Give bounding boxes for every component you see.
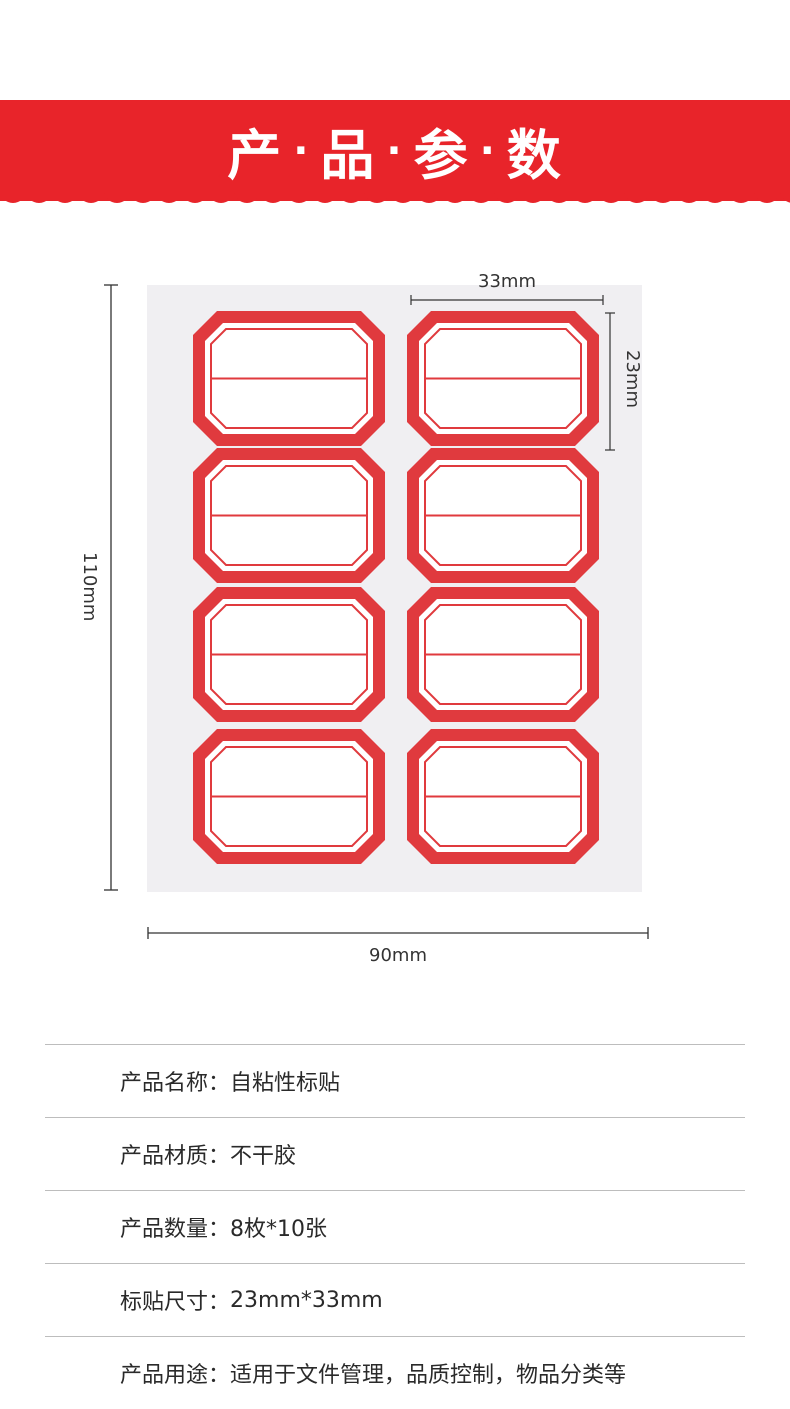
scallop	[312, 190, 338, 203]
scallop	[520, 190, 546, 203]
scallop	[182, 190, 208, 203]
scallop	[0, 190, 26, 203]
sticker-label	[407, 448, 599, 583]
scallop	[598, 190, 624, 203]
scallop	[546, 190, 572, 203]
title-separator: ·	[293, 127, 311, 174]
spec-value: 自粘性标贴	[230, 1071, 341, 1096]
scallop	[234, 190, 260, 203]
spec-label: 产品材质：	[120, 1144, 231, 1169]
scallop	[702, 190, 728, 203]
spec-value: 适用于文件管理，品质控制，物品分类等	[230, 1363, 627, 1388]
scallop	[494, 190, 520, 203]
title-char-4: 数	[506, 124, 563, 187]
sticker-label	[193, 729, 385, 864]
dimension-label-width-33: 33mm	[478, 271, 536, 292]
sticker-label	[193, 587, 385, 722]
scallop	[338, 190, 364, 203]
spec-row: 标贴尺寸：23mm*33mm	[45, 1263, 745, 1336]
scallop	[130, 190, 156, 203]
scallop	[364, 190, 390, 203]
spec-row: 产品数量：8枚*10张	[45, 1190, 745, 1263]
scallop	[104, 190, 130, 203]
scallop	[754, 190, 780, 203]
spec-label: 产品用途：	[120, 1363, 231, 1388]
spec-value: 8枚*10张	[230, 1217, 328, 1242]
section-title: 产 · 品 · 参 · 数	[0, 100, 790, 201]
scallop	[780, 190, 790, 203]
spec-label: 产品名称：	[120, 1071, 231, 1096]
label-sheet-illustration	[193, 311, 599, 864]
sticker-label	[407, 311, 599, 446]
scallop	[390, 190, 416, 203]
scallop	[572, 190, 598, 203]
spec-row: 产品材质：不干胶	[45, 1117, 745, 1190]
spec-row: 产品用途：适用于文件管理，品质控制，物品分类等	[45, 1336, 745, 1409]
dimension-label-height-23: 23mm	[622, 350, 643, 408]
spec-label: 产品数量：	[120, 1217, 231, 1242]
sticker-label	[193, 311, 385, 446]
scallop	[260, 190, 286, 203]
scallop	[624, 190, 650, 203]
spec-table: 产品名称：自粘性标贴 产品材质：不干胶 产品数量：8枚*10张 标贴尺寸：23m…	[45, 1044, 745, 1409]
spec-value: 不干胶	[230, 1144, 297, 1169]
spec-value: 23mm*33mm	[230, 1287, 383, 1313]
scallop	[442, 190, 468, 203]
sticker-label	[407, 729, 599, 864]
title-char-1: 产	[227, 124, 284, 187]
scallop	[676, 190, 702, 203]
dimension-lines	[104, 284, 649, 939]
sticker-label	[407, 587, 599, 722]
scallop	[26, 190, 52, 203]
scallop	[728, 190, 754, 203]
title-char-3: 参	[413, 124, 470, 187]
banner-scallop-edge	[0, 190, 790, 203]
dimension-sheet-width-90: 90mm	[369, 945, 427, 966]
spec-label: 标贴尺寸：	[120, 1290, 231, 1315]
title-separator: ·	[479, 127, 497, 174]
scallop	[52, 190, 78, 203]
section-banner: 产 · 品 · 参 · 数	[0, 100, 790, 201]
sticker-label	[193, 448, 385, 583]
scallop	[416, 190, 442, 203]
title-separator: ·	[386, 127, 404, 174]
scallop	[78, 190, 104, 203]
spec-row: 产品名称：自粘性标贴	[45, 1044, 745, 1117]
scallop	[156, 190, 182, 203]
scallop	[468, 190, 494, 203]
scallop	[208, 190, 234, 203]
scallop	[650, 190, 676, 203]
dimension-sheet-height-110: 110mm	[79, 552, 100, 622]
title-char-2: 品	[320, 124, 377, 187]
scallop	[286, 190, 312, 203]
